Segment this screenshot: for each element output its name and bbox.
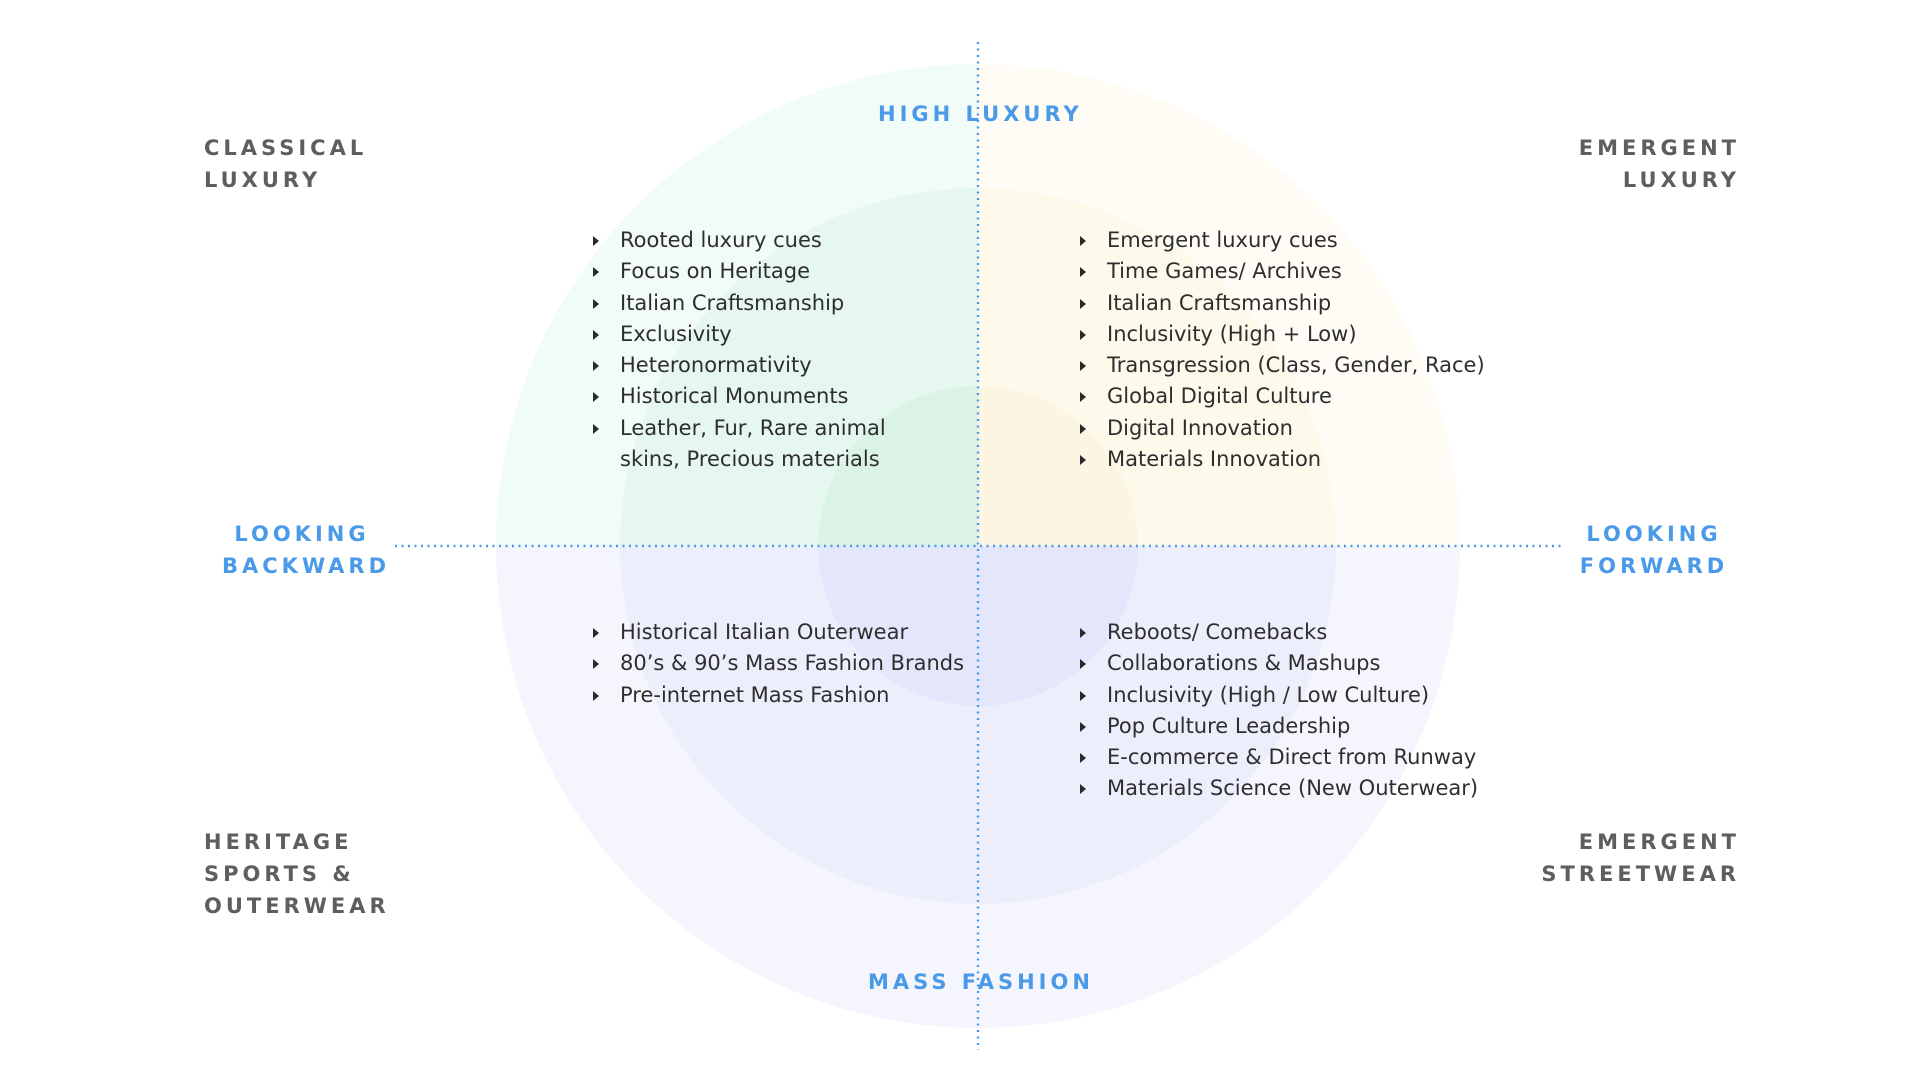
list-item: Inclusivity (High / Low Culture) xyxy=(1077,680,1478,711)
corner-label-top-right: EMERGENT LUXURY xyxy=(1579,132,1740,196)
corner-label-bottom-right: EMERGENT STREETWEAR xyxy=(1541,826,1740,890)
list-item: Leather, Fur, Rare animal xyxy=(590,413,886,444)
list-item: Materials Innovation xyxy=(1077,444,1485,475)
corner-label-top-right-line-1: EMERGENT xyxy=(1578,136,1740,160)
list-item: Emergent luxury cues xyxy=(1077,225,1485,256)
list-item: Heteronormativity xyxy=(590,350,886,381)
axis-label-bottom: MASS FASHION xyxy=(868,966,1094,998)
list-item: Historical Monuments xyxy=(590,381,886,412)
list-item: Transgression (Class, Gender, Race) xyxy=(1077,350,1485,381)
list-item: 80’s & 90’s Mass Fashion Brands xyxy=(590,648,964,679)
list-item: Italian Craftsmanship xyxy=(590,288,886,319)
list-item: Collaborations & Mashups xyxy=(1077,648,1478,679)
list-item: Focus on Heritage xyxy=(590,256,886,287)
quadrant-top-right-list: Emergent luxury cues Time Games/ Archive… xyxy=(1077,225,1485,475)
corner-label-top-right-line-2: LUXURY xyxy=(1622,168,1740,192)
list-item: Rooted luxury cues xyxy=(590,225,886,256)
list-item: Time Games/ Archives xyxy=(1077,256,1485,287)
axis-label-right-line-2: FORWARD xyxy=(1579,554,1729,578)
axis-label-bottom-text: MASS FASHION xyxy=(868,970,1094,994)
list-item: Global Digital Culture xyxy=(1077,381,1485,412)
corner-label-top-left-line-2: LUXURY xyxy=(204,168,322,192)
axis-label-left-line-1: LOOKING xyxy=(234,522,370,546)
quadrant-bottom-left-list: Historical Italian Outerwear 80’s & 90’s… xyxy=(590,617,964,711)
corner-label-top-left: CLASSICAL LUXURY xyxy=(204,132,367,196)
axis-label-right-line-1: LOOKING xyxy=(1586,522,1722,546)
corner-label-bottom-right-line-1: EMERGENT xyxy=(1578,830,1740,854)
axis-label-top-text: HIGH LUXURY xyxy=(878,102,1083,126)
ring-inner xyxy=(818,546,1138,706)
list-item: Pre-internet Mass Fashion xyxy=(590,680,964,711)
ring-middle xyxy=(620,188,978,546)
quadrant-top-right-rings xyxy=(978,64,1460,546)
list-item: Materials Science (New Outerwear) xyxy=(1077,773,1478,804)
list-item: Digital Innovation xyxy=(1077,413,1485,444)
axis-label-top: HIGH LUXURY xyxy=(878,98,1083,130)
ring-outer xyxy=(496,64,978,546)
axis-label-left-line-2: BACKWARD xyxy=(222,554,391,578)
list-item-continuation: skins, Precious materials xyxy=(620,447,880,472)
list-item: Historical Italian Outerwear xyxy=(590,617,964,648)
quadrant-top-left-list: Rooted luxury cues Focus on Heritage Ita… xyxy=(590,225,886,475)
list-item: Pop Culture Leadership xyxy=(1077,711,1478,742)
list-item: Exclusivity xyxy=(590,319,886,350)
list-item: E-commerce & Direct from Runway xyxy=(1077,742,1478,773)
ring-inner xyxy=(978,386,1138,546)
corner-label-bottom-left-line-2: SPORTS & xyxy=(204,862,355,886)
corner-label-bottom-left-line-1: HERITAGE xyxy=(204,830,353,854)
ring-inner xyxy=(818,386,978,546)
axis-label-left: LOOKING BACKWARD xyxy=(222,518,391,582)
list-item: Italian Craftsmanship xyxy=(1077,288,1485,319)
corner-label-bottom-right-line-2: STREETWEAR xyxy=(1541,862,1740,886)
corner-label-top-left-line-1: CLASSICAL xyxy=(204,136,368,160)
corner-label-bottom-left-line-3: OUTERWEAR xyxy=(204,894,390,918)
corner-label-bottom-left: HERITAGE SPORTS & OUTERWEAR xyxy=(204,826,390,922)
list-item: Reboots/ Comebacks xyxy=(1077,617,1478,648)
axis-label-right: LOOKING FORWARD xyxy=(1574,518,1734,582)
quadrant-top-left-rings xyxy=(496,64,978,546)
quadrant-bottom-right-list: Reboots/ Comebacks Collaborations & Mash… xyxy=(1077,617,1478,805)
list-item: Inclusivity (High + Low) xyxy=(1077,319,1485,350)
